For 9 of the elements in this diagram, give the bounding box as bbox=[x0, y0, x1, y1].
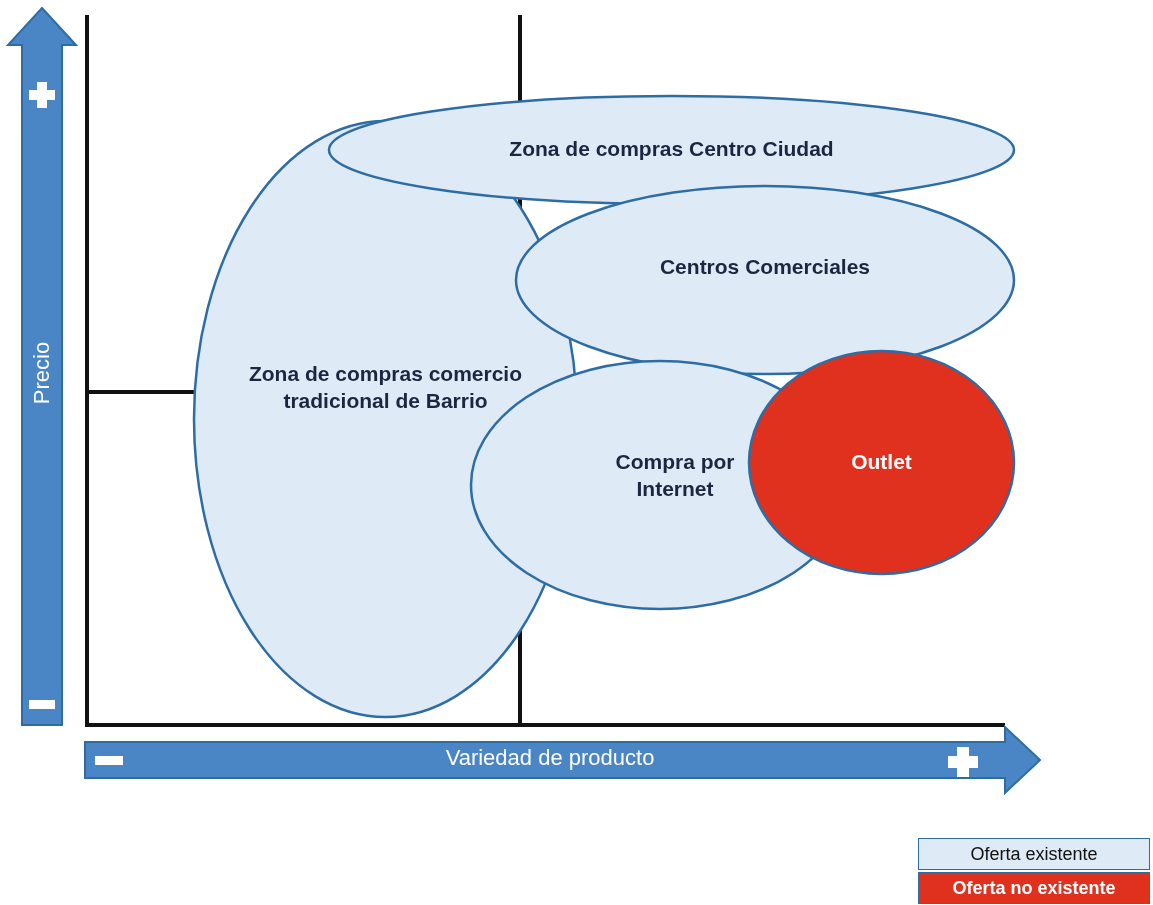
legend-key: Oferta existente bbox=[918, 838, 1150, 870]
region-label: Compra por Internet bbox=[614, 449, 736, 503]
region-label: Zona de compras comercio tradicional de Barrio bbox=[247, 361, 524, 415]
region-label: Zona de compras Centro Ciudad bbox=[508, 136, 835, 162]
region-label: Outlet bbox=[850, 449, 913, 475]
legend-key: Oferta no existente bbox=[918, 872, 1150, 904]
axis-label: Variedad de producto bbox=[444, 745, 656, 771]
region-label: Centros Comerciales bbox=[658, 254, 872, 280]
axis-label: Precio bbox=[29, 340, 55, 407]
